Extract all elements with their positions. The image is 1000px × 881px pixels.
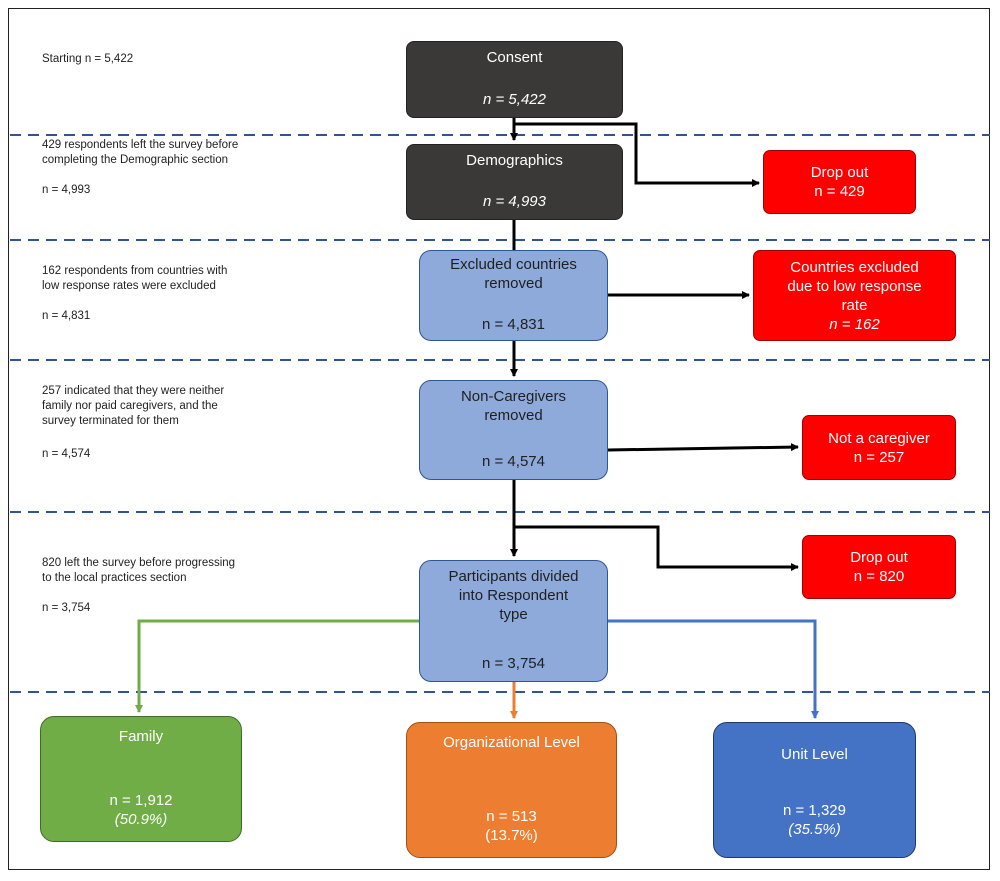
unit-level-count: n = 1,329 bbox=[783, 802, 846, 819]
not-caregiver-title: Not a caregiver bbox=[828, 429, 930, 447]
family-title: Family bbox=[118, 728, 164, 745]
arrow-dropout-429 bbox=[514, 122, 760, 187]
arrow-not-caregiver bbox=[607, 443, 799, 452]
note-stage-2: 162 respondents from countries with low … bbox=[42, 264, 242, 324]
demographics-box: Demographics n = 4,993 bbox=[406, 144, 623, 220]
non-caregivers-title: Non-Caregivers removed bbox=[460, 388, 567, 424]
diagram-frame bbox=[8, 8, 990, 870]
note-starting: Starting n = 5,422 bbox=[42, 52, 242, 67]
unit-level-title: Unit Level bbox=[781, 746, 848, 763]
note-stage-2-n: n = 4,831 bbox=[42, 310, 91, 322]
dropout-429-title: Drop out bbox=[810, 164, 869, 181]
not-caregiver-box: Not a caregiver n = 257 bbox=[802, 415, 956, 480]
organizational-level-title: Organizational Level bbox=[443, 734, 580, 751]
non-caregivers-box: Non-Caregivers removed n = 4,574 bbox=[419, 380, 608, 480]
consent-title: Consent bbox=[486, 49, 543, 66]
family-percent: (50.9%) bbox=[114, 811, 168, 828]
dropout-429-box: Drop out n = 429 bbox=[763, 150, 916, 214]
arrow-family bbox=[135, 619, 419, 713]
note-stage-1-n: n = 4,993 bbox=[42, 184, 91, 196]
countries-excluded-box: Countries excluded due to low response r… bbox=[753, 250, 956, 341]
dropout-820-count: n = 820 bbox=[853, 568, 905, 585]
dropout-820-box: Drop out n = 820 bbox=[802, 535, 956, 599]
participants-divided-box: Participants divided into Respondent typ… bbox=[419, 560, 608, 682]
not-caregiver-count: n = 257 bbox=[853, 448, 905, 466]
note-stage-3-n: n = 4,574 bbox=[42, 448, 91, 460]
unit-level-percent: (35.5%) bbox=[788, 821, 841, 838]
countries-excluded-title: Countries excluded due to low response r… bbox=[787, 258, 922, 314]
note-stage-4-n: n = 3,754 bbox=[42, 602, 91, 614]
non-caregivers-count: n = 4,574 bbox=[482, 453, 545, 470]
note-stage-1-text: 429 respondents left the survey before c… bbox=[42, 139, 239, 166]
note-stage-2-text: 162 respondents from countries with low … bbox=[42, 265, 228, 292]
unit-level-box: Unit Level n = 1,329 (35.5%) bbox=[713, 722, 916, 858]
family-count: n = 1,912 bbox=[109, 792, 173, 809]
note-stage-3: 257 indicated that they were neither fam… bbox=[42, 384, 242, 462]
excluded-countries-count: n = 4,831 bbox=[482, 316, 545, 333]
note-stage-1: 429 respondents left the survey before c… bbox=[42, 138, 242, 198]
dropout-429-count: n = 429 bbox=[814, 183, 865, 200]
consent-box: Consent n = 5,422 bbox=[406, 41, 623, 118]
organizational-level-percent: (13.7%) bbox=[485, 827, 538, 844]
family-box: Family n = 1,912 (50.9%) bbox=[40, 716, 242, 842]
participants-divided-title: Participants divided into Respondent typ… bbox=[448, 568, 579, 623]
dropout-820-title: Drop out bbox=[850, 549, 908, 566]
note-stage-4: 820 left the survey before progressing t… bbox=[42, 556, 242, 616]
note-stage-4-text: 820 left the survey before progressing t… bbox=[42, 557, 236, 584]
arrow-dropout-820 bbox=[514, 525, 799, 571]
demographics-count: n = 4,993 bbox=[483, 193, 546, 210]
note-stage-3-text: 257 indicated that they were neither fam… bbox=[42, 385, 225, 427]
note-starting-text: Starting n = 5,422 bbox=[42, 53, 134, 65]
organizational-level-box: Organizational Level n = 513 (13.7%) bbox=[406, 722, 617, 858]
arrow-unit bbox=[608, 619, 819, 719]
participants-divided-count: n = 3,754 bbox=[482, 655, 545, 672]
consent-count: n = 5,422 bbox=[483, 91, 546, 108]
demographics-title: Demographics bbox=[466, 152, 563, 169]
organizational-level-count: n = 513 bbox=[486, 808, 537, 825]
countries-excluded-count: n = 162 bbox=[829, 315, 880, 333]
excluded-countries-box: Excluded countries removed n = 4,831 bbox=[419, 250, 608, 341]
excluded-countries-title: Excluded countries removed bbox=[450, 256, 577, 292]
